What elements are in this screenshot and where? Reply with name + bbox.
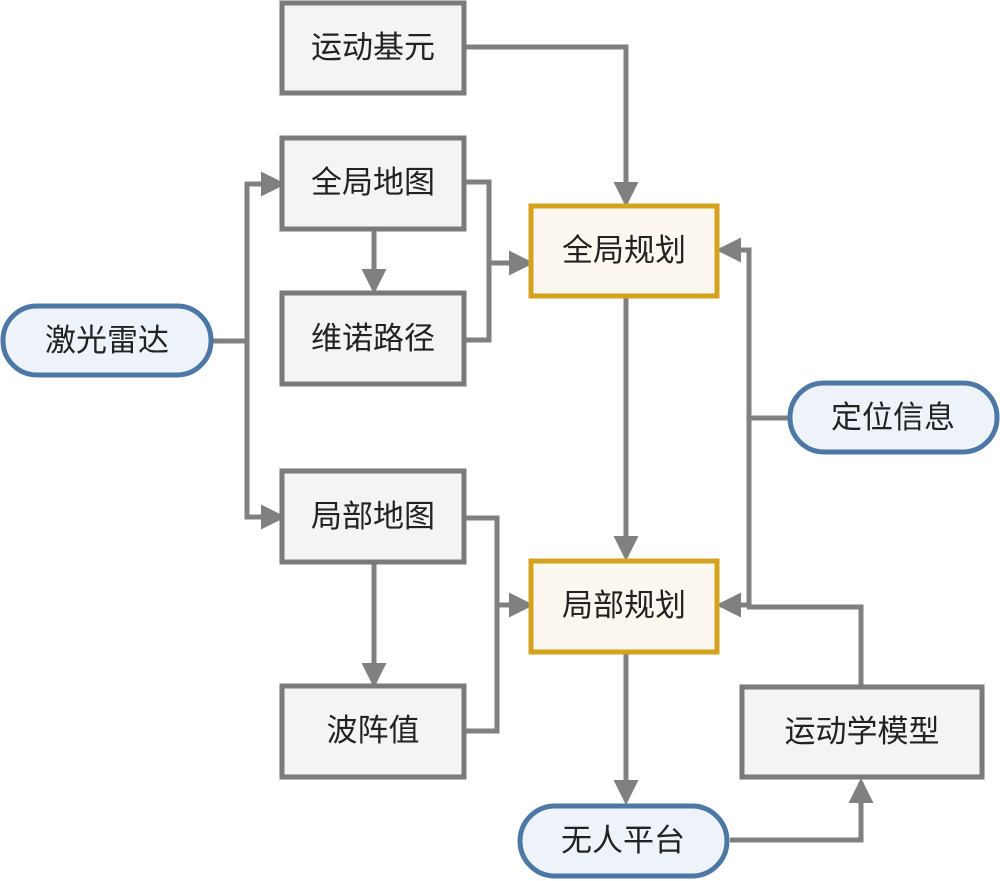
edge-motion-primitive-to-global-planning — [466, 44, 639, 208]
edge-localization-to-global-planning — [715, 237, 752, 420]
node-global-planning-label: 全局规划 — [562, 233, 686, 269]
node-local-planning: 局部规划 — [528, 558, 720, 655]
node-global-map-label: 全局地图 — [311, 165, 435, 201]
edge-lidar-to-local-map — [244, 339, 287, 530]
node-localization-info-label: 定位信息 — [831, 400, 955, 436]
node-global-map: 全局地图 — [279, 135, 467, 232]
edge-global-map-to-global-planning — [466, 179, 492, 264]
connectors — [212, 44, 874, 843]
edge-lidar-to-global-map — [244, 171, 287, 343]
node-motion-primitive-label: 运动基元 — [311, 30, 435, 66]
node-local-planning-label: 局部规划 — [562, 588, 686, 624]
node-global-planning: 全局规划 — [528, 203, 720, 299]
node-motion-primitive: 运动基元 — [279, 0, 467, 96]
node-localization-info: 定位信息 — [787, 380, 1000, 455]
node-uav-platform: 无人平台 — [517, 803, 730, 879]
node-uav-platform-label: 无人平台 — [561, 823, 685, 859]
node-lidar-label: 激光雷达 — [45, 323, 169, 359]
node-wavefront-value-label: 波阵值 — [327, 713, 420, 749]
node-voronoi-path: 维诺路径 — [279, 290, 467, 387]
node-local-map: 局部地图 — [279, 468, 467, 565]
node-kinematic-model-label: 运动学模型 — [785, 714, 940, 750]
node-voronoi-path-label: 维诺路径 — [311, 321, 435, 357]
edge-localization-to-local-planning — [715, 416, 752, 618]
edge-wavefront-value-to-local-planning — [466, 604, 500, 734]
edge-kinematic-model-to-local-planning — [747, 604, 864, 686]
node-local-map-label: 局部地图 — [311, 499, 435, 535]
edge-local-map-to-local-planning — [466, 515, 500, 606]
node-wavefront-value: 波阵值 — [279, 683, 467, 780]
node-kinematic-model: 运动学模型 — [739, 684, 985, 780]
edge-voronoi-path-to-global-planning — [466, 262, 492, 343]
edge-uav-platform-to-kinematic-model — [730, 777, 874, 843]
node-lidar: 激光雷达 — [0, 303, 214, 378]
